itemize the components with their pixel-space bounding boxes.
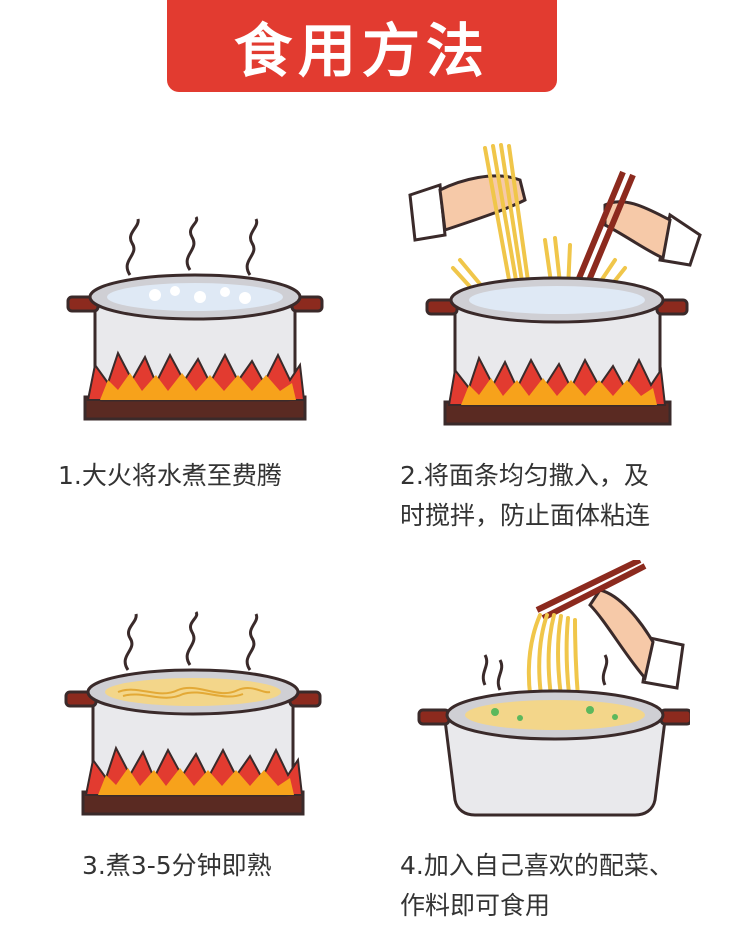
step-2-caption-line-2: 时搅拌，防止面体粘连: [400, 501, 651, 530]
step-1-caption: 1.大火将水煮至费腾: [58, 456, 282, 496]
step-2-caption: 2.将面条均匀撒入，及 时搅拌，防止面体粘连: [400, 456, 650, 536]
step-3-illustration: [64, 611, 322, 816]
step-4-illustration: [417, 560, 690, 817]
step-2-illustration: [408, 143, 702, 426]
title-banner: 食用方法: [167, 0, 557, 92]
step-4-caption: 4.加入自己喜欢的配菜、 作料即可食用: [400, 846, 674, 926]
step-2-caption-line-1: 2.将面条均匀撒入，及: [400, 461, 649, 490]
step-1-illustration: [66, 216, 324, 421]
step-1-caption-line-1: 1.大火将水煮至费腾: [58, 461, 282, 490]
step-4-caption-line-1: 4.加入自己喜欢的配菜、: [400, 851, 674, 880]
page-title: 食用方法: [233, 17, 490, 85]
step-3-caption-line-1: 3.煮3-5分钟即熟: [82, 851, 272, 880]
step-3-caption: 3.煮3-5分钟即熟: [82, 846, 272, 886]
step-4-caption-line-2: 作料即可食用: [400, 891, 551, 920]
